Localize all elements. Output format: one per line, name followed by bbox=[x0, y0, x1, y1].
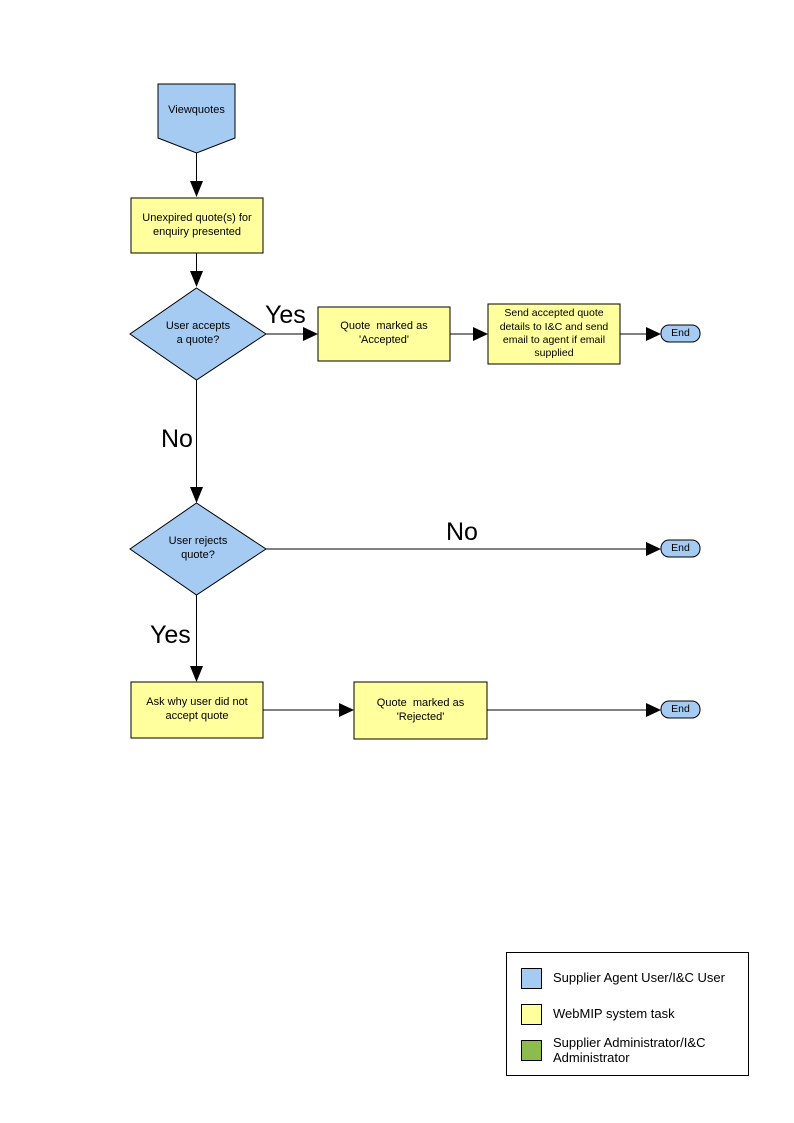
ask-why-box bbox=[130, 681, 264, 739]
end-rejected-terminator bbox=[660, 700, 701, 719]
reject-decision-diamond bbox=[129, 502, 267, 596]
arrowhead-right-icon bbox=[646, 703, 661, 717]
mark-accepted-box bbox=[317, 306, 451, 362]
arrowhead-right-icon bbox=[646, 542, 661, 556]
edge-label-reject-yes: Yes bbox=[150, 621, 191, 649]
legend-label: Supplier Administrator/I&C Administrator bbox=[553, 1034, 706, 1065]
legend: Supplier Agent User/I&C User WebMIP syst… bbox=[506, 952, 749, 1076]
arrowhead-right-icon bbox=[646, 327, 661, 341]
start-pentagon-shape bbox=[157, 83, 236, 154]
end-reject-no-terminator bbox=[660, 539, 701, 558]
arrowhead-right-icon bbox=[339, 703, 354, 717]
legend-label: WebMIP system task bbox=[553, 1006, 675, 1022]
present-quotes-box bbox=[130, 197, 264, 254]
arrowheads bbox=[190, 181, 661, 717]
edge-label-reject-no: No bbox=[446, 518, 478, 546]
legend-swatch-green bbox=[521, 1039, 542, 1061]
send-details-box bbox=[487, 303, 621, 365]
mark-rejected-box bbox=[353, 681, 488, 740]
legend-item-supplier-agent-user: Supplier Agent User/I&C User bbox=[521, 967, 725, 989]
legend-swatch-blue bbox=[521, 967, 542, 989]
arrowhead-right-icon bbox=[303, 327, 318, 341]
arrowhead-right-icon bbox=[473, 327, 488, 341]
legend-swatch-yellow bbox=[521, 1003, 542, 1025]
arrowhead-down-icon bbox=[190, 181, 203, 197]
legend-item-webmip-system-task: WebMIP system task bbox=[521, 1003, 675, 1025]
arrowhead-down-icon bbox=[190, 271, 203, 287]
accept-decision-diamond bbox=[129, 287, 267, 381]
legend-label: Supplier Agent User/I&C User bbox=[553, 970, 725, 986]
legend-item-supplier-administrator: Supplier Administrator/I&C Administrator bbox=[521, 1035, 728, 1065]
edge-label-accept-yes: Yes bbox=[265, 301, 306, 329]
arrowhead-down-icon bbox=[190, 666, 203, 682]
edge-label-accept-no: No bbox=[161, 425, 193, 453]
arrowhead-down-icon bbox=[190, 487, 203, 503]
end-accept-terminator bbox=[660, 324, 701, 343]
connector-lines bbox=[196, 153, 647, 711]
